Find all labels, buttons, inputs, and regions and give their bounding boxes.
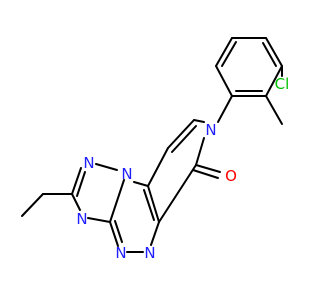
bond-ar4-ar5 bbox=[265, 37, 283, 67]
bond-c6-o-double bbox=[192, 169, 219, 179]
bond-ar4-ar5-double bbox=[262, 42, 277, 67]
bond-bridge-ntz1 bbox=[109, 221, 119, 247]
atom-n-triazole-1: N bbox=[83, 154, 94, 172]
bond-ar2-ar3 bbox=[215, 37, 233, 67]
triazole-ring bbox=[71, 163, 125, 223]
bond-c-bridge-n3 bbox=[87, 217, 111, 223]
molecule-structure-diagram: N N N N N N O Cl bbox=[21, 37, 289, 262]
bond-c8-c7-double bbox=[171, 125, 197, 153]
bond-bridge-ntz1-double bbox=[114, 220, 123, 243]
atom-n-triazine-1: N bbox=[115, 244, 126, 262]
atom-n-pyridone: N bbox=[205, 121, 216, 139]
bond-ar5-ar6 bbox=[265, 65, 283, 97]
bond-c6-c4a bbox=[158, 164, 197, 223]
aryl-ring bbox=[215, 37, 283, 125]
bond-n1-n-fusion bbox=[95, 163, 118, 171]
bond-ntz2-c4a bbox=[150, 221, 160, 246]
atom-o-carbonyl: O bbox=[225, 167, 237, 185]
bond-c8a-n-fusion bbox=[133, 181, 149, 187]
bond-c6-o bbox=[195, 164, 221, 173]
bond-c4a-c8a bbox=[147, 185, 160, 223]
bond-c8a-c8 bbox=[147, 147, 169, 187]
atom-cl: Cl bbox=[275, 75, 290, 93]
bond-npy-c6 bbox=[195, 137, 205, 166]
atom-labels: N N N N N N O Cl bbox=[76, 75, 289, 262]
bond-npy-aryl bbox=[217, 95, 233, 123]
bond-c4a-c8a-double bbox=[143, 189, 155, 221]
atom-n-triazine-2: N bbox=[144, 244, 155, 262]
pyridone-ring bbox=[147, 119, 221, 223]
bond-ar6-methyl bbox=[265, 95, 283, 125]
atom-n-triazole-3: N bbox=[76, 210, 87, 228]
bond-ethyl-ch3-ch2 bbox=[21, 193, 44, 217]
bond-c8-c7 bbox=[167, 119, 195, 149]
bond-n3-c2 bbox=[71, 193, 81, 211]
bond-c2-n1 bbox=[71, 167, 82, 195]
bond-ar2-ar3-double bbox=[221, 41, 237, 67]
bond-c2-n1-double bbox=[76, 171, 86, 197]
bond-c7-npy bbox=[193, 119, 205, 123]
bond-ar1-ar2 bbox=[215, 65, 233, 97]
atom-n-ring-fusion: N bbox=[121, 165, 132, 183]
bond-n-fusion-c-bridge bbox=[109, 179, 125, 223]
triazine-ring bbox=[109, 181, 160, 253]
ethyl-group bbox=[21, 193, 73, 217]
